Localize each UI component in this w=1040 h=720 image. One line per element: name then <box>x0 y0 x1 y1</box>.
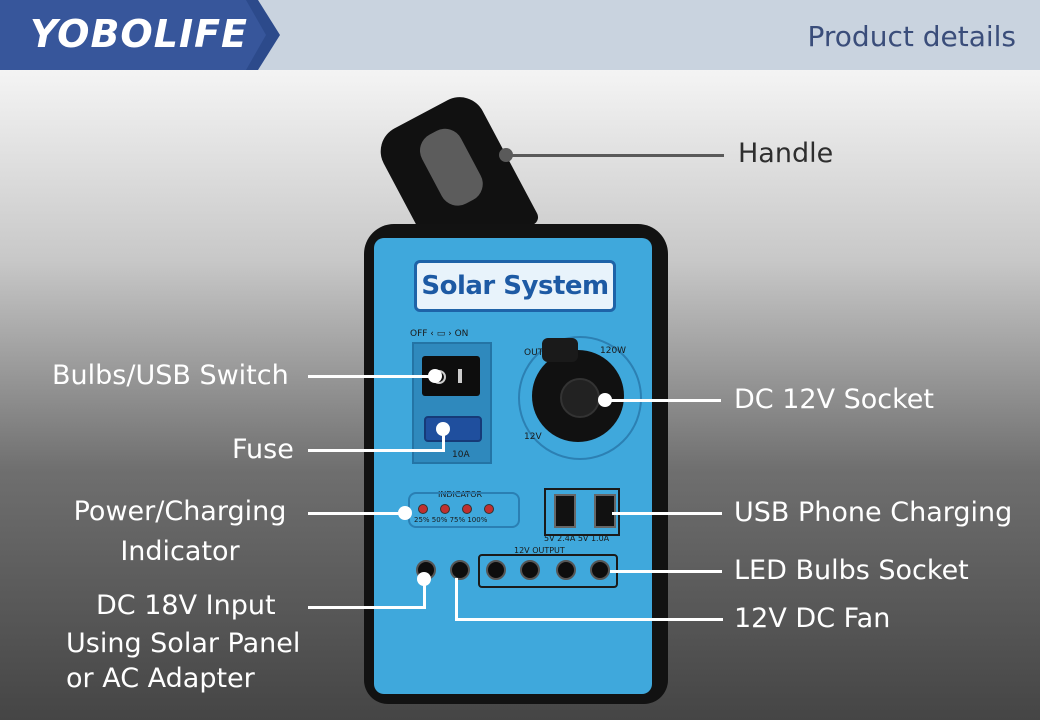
indicator-leader-line <box>308 512 402 515</box>
socket-mark-out: OUT <box>524 348 544 358</box>
led-jack-2[interactable] <box>520 560 540 580</box>
indicator-led-50 <box>440 504 450 514</box>
usb-port-1[interactable] <box>554 494 576 528</box>
page-title: Product details <box>807 20 1017 53</box>
led-jack-1[interactable] <box>486 560 506 580</box>
brand-tab-front <box>0 0 266 70</box>
switch-leader-line <box>308 375 434 378</box>
output-label: 12V OUTPUT <box>514 546 565 555</box>
socket-mark-watt: 120W <box>600 346 627 356</box>
product-logo-text: Solar System <box>421 271 609 301</box>
usb-ratings: 5V 2.4A 5V 1.0A <box>544 534 610 543</box>
rocker-switch[interactable] <box>422 356 480 396</box>
fan-leader-vertical <box>455 578 458 620</box>
input-pointer <box>417 572 431 586</box>
indicator-pointer <box>398 506 412 520</box>
led-callout-label: LED Bulbs Socket <box>734 555 969 586</box>
indicator-label: INDICATOR <box>438 490 483 499</box>
handle-leader-line <box>506 154 724 157</box>
indicator-led-75 <box>462 504 472 514</box>
socket-mark-volt: 12V <box>524 432 542 442</box>
socket-leader-line <box>605 399 721 402</box>
handle-label: Handle <box>738 138 834 169</box>
header-banner: YOBOLIFE Product details <box>0 0 1040 70</box>
device-panel: Solar System OFF ‹ ▭ › ON 10A OUT 120W 1… <box>374 238 652 694</box>
fuse-rating: 10A <box>452 450 470 460</box>
brand-logo: YOBOLIFE <box>30 12 249 56</box>
led-leader-line <box>610 570 722 573</box>
indicator-callout-label-1: Power/Charging <box>73 496 287 527</box>
fan-leader-line <box>455 618 723 621</box>
switch-pointer <box>428 369 442 383</box>
fan-jack[interactable] <box>450 560 470 580</box>
indicator-callout-label-2: Indicator <box>120 536 240 567</box>
switch-label: OFF ‹ ▭ › ON <box>410 329 469 339</box>
input-callout-label-1: DC 18V Input <box>96 590 276 621</box>
input-callout-label-3: or AC Adapter <box>66 663 255 694</box>
usb-leader-line <box>612 512 722 515</box>
usb-port-2[interactable] <box>594 494 616 528</box>
fuse-holder <box>424 416 482 442</box>
input-callout-label-2: Using Solar Panel <box>66 628 301 659</box>
socket-cap <box>542 338 578 362</box>
usb-callout-label: USB Phone Charging <box>734 497 1013 528</box>
indicator-levels: 25% 50% 75% 100% <box>414 516 488 524</box>
socket-inner <box>560 378 600 418</box>
indicator-led-100 <box>484 504 494 514</box>
product-logo: Solar System <box>414 260 616 312</box>
indicator-led-25 <box>418 504 428 514</box>
socket-ring <box>518 336 642 460</box>
switch-callout-label: Bulbs/USB Switch <box>52 360 289 391</box>
fuse-callout-label: Fuse <box>232 434 294 465</box>
led-jack-3[interactable] <box>556 560 576 580</box>
fan-callout-label: 12V DC Fan <box>734 603 891 634</box>
socket-callout-label: DC 12V Socket <box>734 384 935 415</box>
led-jack-4[interactable] <box>590 560 610 580</box>
fuse-leader-line <box>308 449 442 452</box>
switch-panel <box>412 342 492 464</box>
input-leader-line <box>308 606 426 609</box>
